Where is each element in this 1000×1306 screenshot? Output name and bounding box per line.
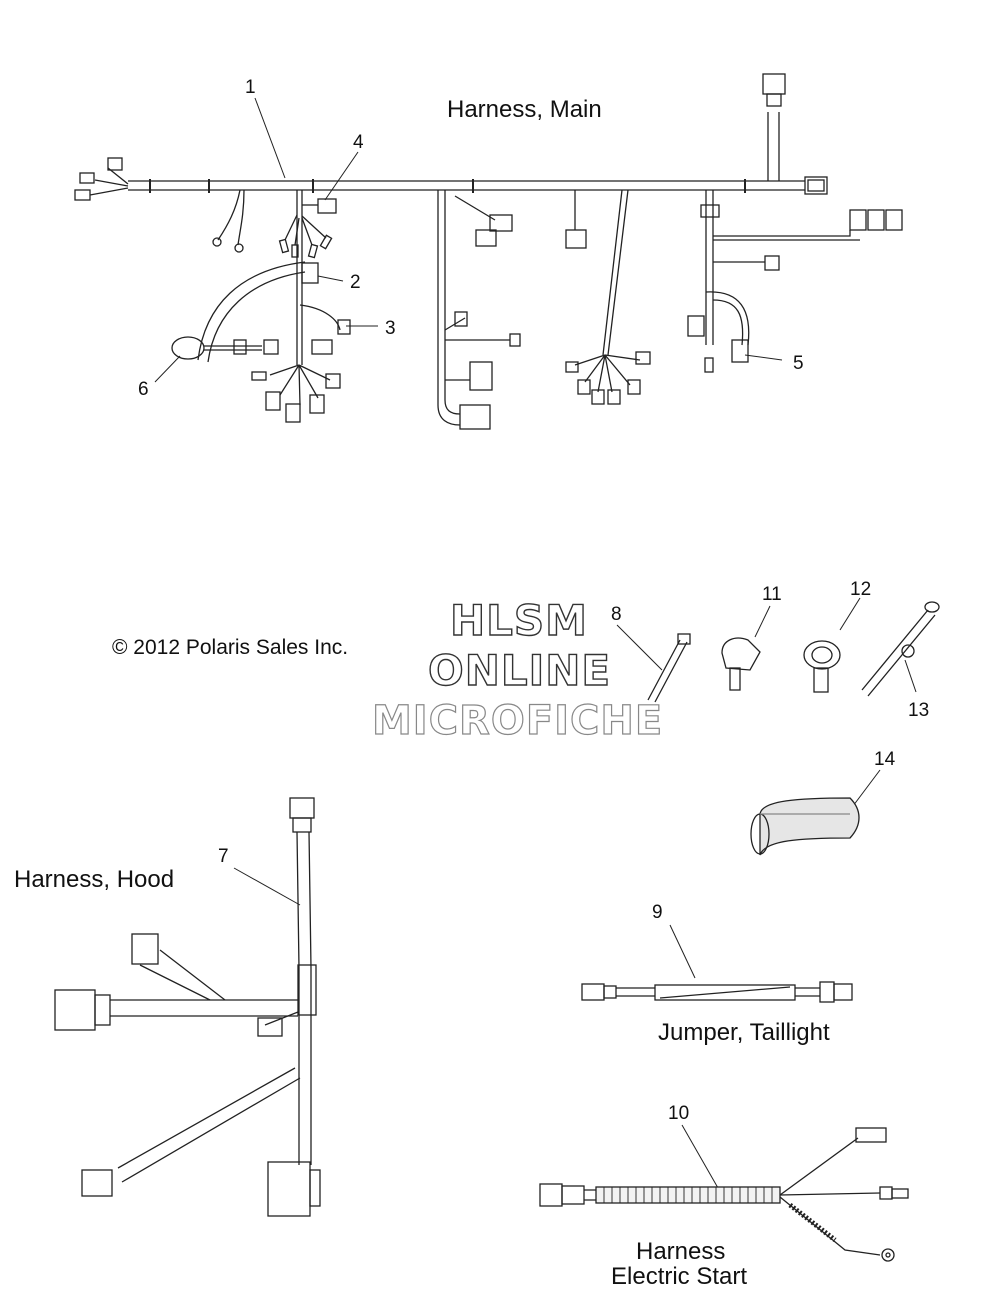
callout-4: 4 bbox=[353, 132, 364, 153]
callout-1: 1 bbox=[245, 77, 256, 98]
copyright-notice: © 2012 Polaris Sales Inc. bbox=[112, 636, 349, 659]
electric-start-harness bbox=[539, 1127, 909, 1262]
callout-8: 8 bbox=[611, 604, 622, 625]
estart-harness-title-line1: Harness bbox=[636, 1238, 726, 1265]
callout-11: 11 bbox=[762, 584, 782, 605]
watermark-line-1: HLSM bbox=[449, 595, 588, 645]
hood-harness-title: Harness, Hood bbox=[14, 866, 175, 893]
clip-12 bbox=[803, 640, 841, 693]
callout-2: 2 bbox=[350, 272, 361, 293]
callout-9: 9 bbox=[652, 902, 663, 923]
watermark-line-3: MICROFICHE bbox=[371, 697, 664, 744]
callout-6: 6 bbox=[138, 379, 149, 400]
leader-lines bbox=[154, 97, 917, 1189]
callout-12: 12 bbox=[850, 579, 872, 600]
main-harness-title: Harness, Main bbox=[447, 96, 602, 123]
clip-11 bbox=[721, 637, 761, 691]
taillight-jumper-title: Jumper, Taillight bbox=[658, 1019, 830, 1046]
callout-5: 5 bbox=[793, 353, 804, 374]
watermark-line-2: ONLINE bbox=[427, 645, 612, 695]
sleeve-14 bbox=[750, 797, 860, 856]
callout-13: 13 bbox=[908, 700, 930, 721]
cable-tie-8 bbox=[647, 633, 691, 703]
main-harness bbox=[74, 73, 903, 430]
callout-7: 7 bbox=[218, 846, 229, 867]
callout-10: 10 bbox=[668, 1103, 690, 1124]
callout-14: 14 bbox=[874, 749, 896, 770]
hood-harness bbox=[54, 797, 321, 1217]
tie-mount-13 bbox=[861, 601, 940, 697]
estart-harness-title-line2: Electric Start bbox=[611, 1263, 748, 1290]
callout-3: 3 bbox=[385, 318, 396, 339]
taillight-jumper bbox=[581, 981, 853, 1003]
